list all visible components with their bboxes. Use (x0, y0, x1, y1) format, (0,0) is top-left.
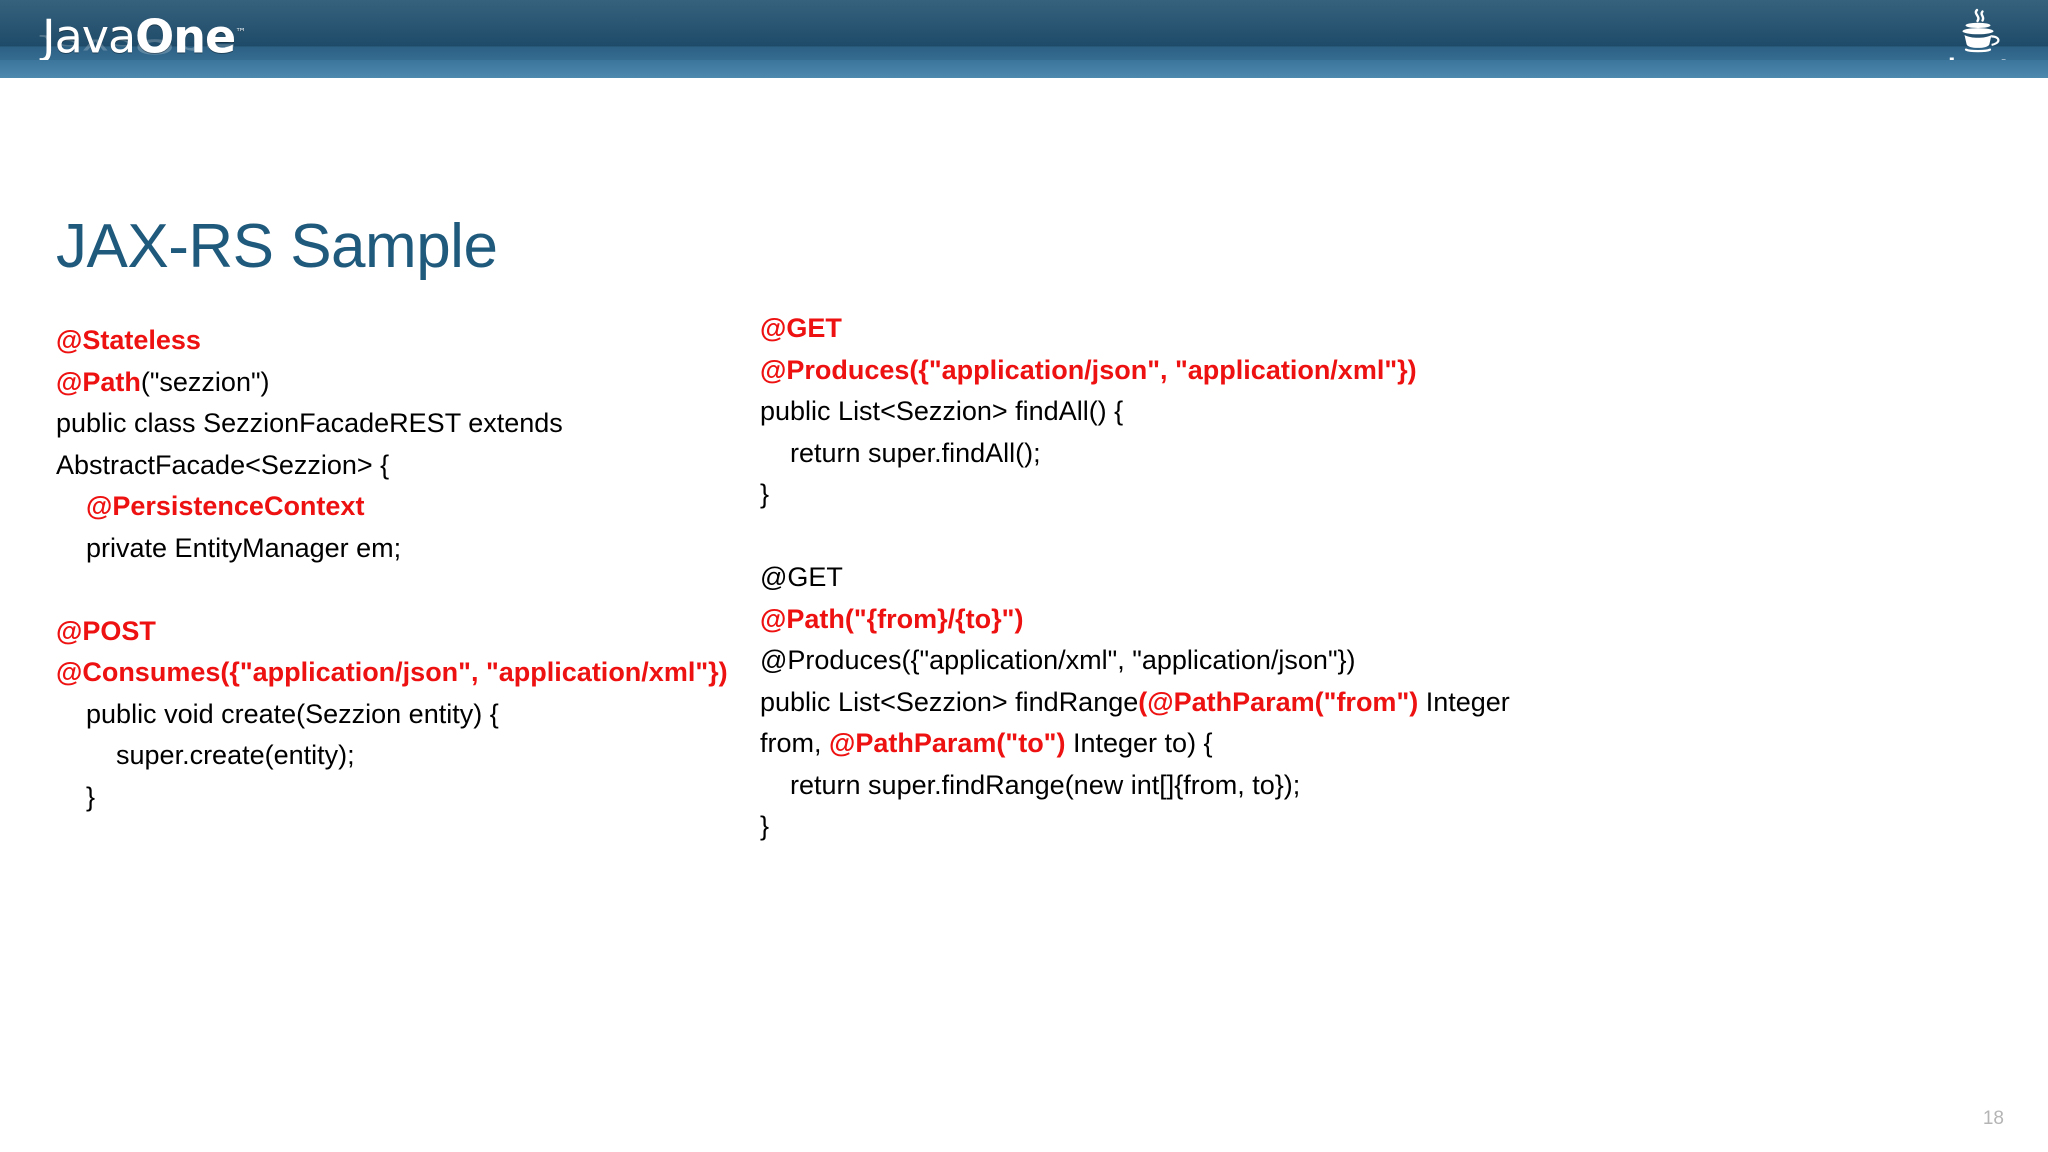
code-text: } (56, 781, 96, 812)
code-text: return super.findRange(new int[]{from, t… (760, 769, 1301, 800)
code-text: public class SezzionFacadeREST extends (56, 408, 563, 438)
code-annotation: @Consumes({"application/json", "applicat… (56, 657, 728, 687)
code-text: ("sezzion") (140, 366, 270, 397)
javaone-logo: JavaOne™ (42, 8, 246, 70)
javaone-word-java: Java (42, 9, 136, 64)
code-annotation: @Path (56, 366, 141, 397)
code-text: public void create(Sezzion entity) { (56, 698, 499, 729)
right-code-line: return super.findAll(); (760, 433, 1550, 475)
left-code-line: @Path("sezzion") (56, 362, 756, 404)
code-annotation: @Path("{from}/{to}") (760, 603, 1024, 634)
header-gloss (0, 0, 2048, 46)
code-annotation: @PersistenceContext (56, 491, 365, 521)
right-code-line: @GET (760, 557, 1550, 599)
code-text: return super.findAll(); (760, 437, 1041, 468)
code-text: AbstractFacade<Sezzion> { (56, 449, 390, 480)
code-text: @GET (760, 562, 843, 592)
javaone-trademark-icon: ™ (235, 26, 246, 39)
left-code-line: AbstractFacade<Sezzion> { (56, 445, 756, 487)
code-annotation: @Stateless (56, 325, 201, 355)
left-code-line (56, 569, 756, 611)
left-code-line: @Stateless (56, 320, 756, 362)
code-annotation: (@PathParam("from") (1138, 686, 1419, 717)
code-text: @Produces({"application/xml", "applicati… (760, 645, 1356, 675)
left-code-line: @PersistenceContext (56, 486, 756, 528)
javaone-word-one: One (135, 9, 236, 64)
right-code-line: @Path("{from}/{to}") (760, 599, 1550, 641)
code-annotation: @POST (56, 615, 156, 646)
code-text: public List<Sezzion> findAll() { (760, 396, 1124, 426)
code-text: Integer from, (760, 686, 1518, 759)
left-code-line: super.create(entity); (56, 735, 756, 777)
right-code-line: @GET (760, 308, 1550, 350)
code-text: Integer to) { (1065, 728, 1213, 758)
code-text: } (760, 811, 770, 841)
left-code-line: @POST (56, 611, 756, 653)
code-text: public List<Sezzion> findRange (760, 686, 1139, 717)
code-annotation: @Produces({"application/json", "applicat… (760, 354, 1417, 385)
left-code-line: public class SezzionFacadeREST extends (56, 403, 756, 445)
javaone-wordmark: JavaOne™ (42, 8, 246, 64)
left-code-line: @Consumes({"application/json", "applicat… (56, 652, 756, 694)
right-code-line: public List<Sezzion> findRange(@PathPara… (760, 682, 1550, 765)
left-code-line: public void create(Sezzion entity) { (56, 694, 756, 736)
code-annotation: @PathParam("to") (829, 728, 1066, 758)
right-code-line: public List<Sezzion> findAll() { (760, 391, 1550, 433)
right-code-line: } (760, 474, 1550, 516)
right-code-line: } (760, 806, 1550, 848)
right-code-line: return super.findRange(new int[]{from, t… (760, 765, 1550, 807)
code-text: } (760, 479, 770, 509)
code-text: private EntityManager em; (56, 532, 402, 563)
java-coffee-cup-icon (1962, 8, 2000, 53)
right-code-line: @Produces({"application/xml", "applicati… (760, 640, 1550, 682)
page-title: JAX-RS Sample (56, 211, 498, 281)
page-number: 18 (1982, 1108, 2004, 1129)
code-block-left: @Stateless @Path("sezzion") public class S… (56, 320, 756, 818)
right-code-line: @Produces({"application/json", "applicat… (760, 350, 1550, 392)
code-block-right: @GET @Produces({"application/json", "appl… (760, 308, 1550, 848)
left-code-line: private EntityManager em; (56, 528, 756, 570)
code-text: super.create(entity); (56, 740, 355, 770)
slide-header-bar: JavaOne JavaOne™ Java® (0, 0, 2048, 78)
code-annotation: @GET (760, 313, 842, 343)
right-code-line (760, 516, 1550, 558)
header-accent-band (0, 60, 2048, 78)
left-code-line: } (56, 777, 756, 819)
